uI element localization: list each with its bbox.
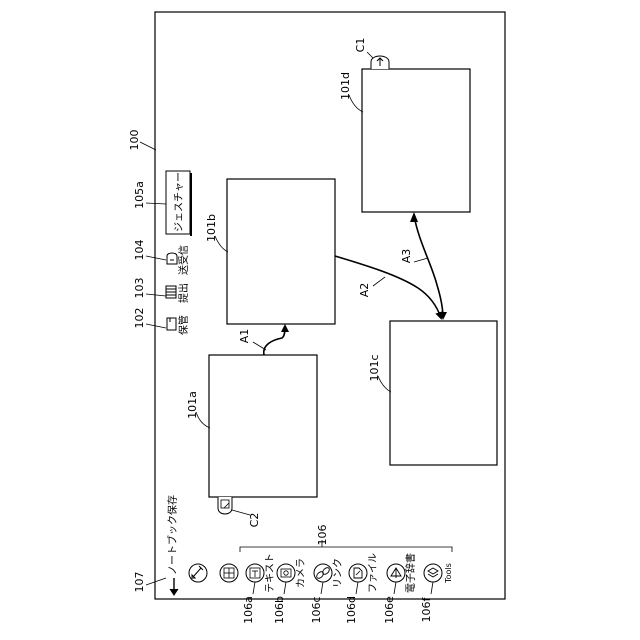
page-101b[interactable] bbox=[227, 179, 335, 324]
send-receive-icon[interactable] bbox=[167, 253, 177, 264]
leader-106f bbox=[431, 582, 433, 594]
leader-106a bbox=[253, 582, 255, 594]
tool-text-label: テキスト bbox=[265, 553, 276, 593]
leader-103 bbox=[146, 294, 166, 296]
arrow-a1 bbox=[264, 326, 285, 355]
ref-106b: 106b bbox=[273, 596, 286, 624]
tools-button[interactable] bbox=[424, 564, 442, 582]
send-receive-label: 送受信 bbox=[177, 245, 190, 275]
leader-a3 bbox=[414, 258, 428, 262]
submit-label: 提出 bbox=[177, 283, 190, 303]
pen-tool-button[interactable] bbox=[189, 564, 207, 582]
arrow-a3-head-top bbox=[410, 212, 418, 222]
page-101d[interactable] bbox=[362, 69, 470, 212]
ref-100: 100 bbox=[128, 130, 141, 151]
ref-101d: 101d bbox=[339, 72, 352, 100]
ref-106c: 106c bbox=[310, 596, 323, 623]
page-101c[interactable] bbox=[390, 321, 497, 465]
leader-105a bbox=[146, 203, 166, 204]
leader-106e bbox=[394, 582, 396, 594]
ref-104: 104 bbox=[133, 240, 146, 261]
tools-bracket bbox=[240, 547, 452, 552]
leader-100 bbox=[140, 142, 156, 150]
label-a1: A1 bbox=[238, 329, 251, 344]
ref-106e: 106e bbox=[383, 596, 396, 624]
ref-103: 103 bbox=[133, 278, 146, 299]
leader-c2 bbox=[232, 510, 250, 515]
corner-c2-tab[interactable] bbox=[218, 497, 232, 514]
leader-106b bbox=[284, 582, 286, 594]
label-a2: A2 bbox=[358, 283, 371, 298]
ref-106a: 106a bbox=[242, 596, 255, 624]
save-notebook-label: ノートブック保存 bbox=[166, 495, 179, 575]
arrow-a2 bbox=[335, 256, 441, 318]
leader-106d bbox=[356, 582, 358, 594]
tool-camera-label: カメラ bbox=[295, 558, 307, 588]
tool-link-label: リンク bbox=[332, 558, 344, 588]
ref-106f: 106f bbox=[420, 596, 433, 622]
back-arrow-icon[interactable] bbox=[170, 578, 178, 595]
tool-dictionary-label: 電子辞書 bbox=[404, 553, 417, 593]
arrow-a3 bbox=[414, 215, 443, 318]
submit-icon[interactable] bbox=[166, 286, 176, 298]
store-label: 保管 bbox=[177, 315, 190, 335]
gesture-label: ジェスチャー bbox=[173, 172, 185, 232]
gesture-button-shadow bbox=[190, 173, 192, 236]
store-icon[interactable] bbox=[167, 318, 176, 330]
leader-106c bbox=[321, 582, 323, 594]
ref-107: 107 bbox=[133, 572, 146, 593]
leader-c1 bbox=[367, 52, 373, 58]
tool-file-label: ファイル bbox=[368, 553, 379, 593]
page-101a[interactable] bbox=[209, 355, 317, 497]
ref-106d: 106d bbox=[345, 596, 358, 624]
leader-a1 bbox=[253, 342, 266, 350]
ref-102: 102 bbox=[133, 308, 146, 329]
label-a3: A3 bbox=[400, 249, 413, 264]
tool-tools-label: Tools bbox=[444, 563, 453, 584]
leader-104 bbox=[146, 256, 166, 260]
label-c1: C1 bbox=[354, 38, 367, 53]
leader-102 bbox=[146, 324, 166, 328]
leader-a2 bbox=[373, 277, 385, 286]
leader-107 bbox=[146, 578, 166, 585]
ref-105a: 105a bbox=[133, 181, 146, 209]
ref-106: 106 bbox=[316, 525, 329, 546]
camera-tool-button[interactable] bbox=[277, 564, 295, 582]
